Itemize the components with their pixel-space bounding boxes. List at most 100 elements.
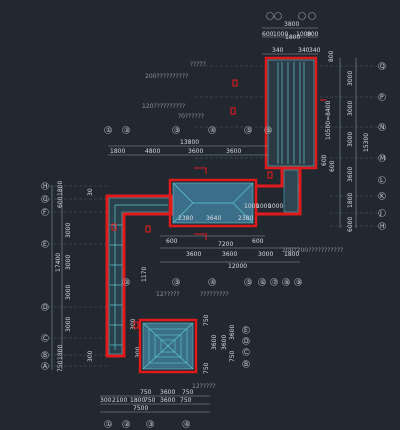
pavilion-wall bbox=[138, 318, 198, 374]
svg-text:1000: 1000 bbox=[268, 203, 283, 210]
top-dim-total: 3800 bbox=[284, 21, 299, 28]
mid-top-dimensions: ① ② ③ ④ ⑤ ⑥ 13800 1800 4800 3600 3600 bbox=[104, 126, 272, 156]
svg-text:E: E bbox=[244, 327, 248, 334]
right-dim: 800 bbox=[328, 50, 335, 62]
svg-text:3600: 3600 bbox=[229, 325, 236, 340]
note: ?0?????? bbox=[178, 113, 204, 120]
grid-label: P bbox=[380, 94, 384, 101]
top-dim-p2: 340 bbox=[298, 47, 310, 54]
svg-text:3600: 3600 bbox=[221, 335, 228, 350]
top-dim-d: 1000 bbox=[296, 31, 311, 38]
svg-text:600: 600 bbox=[166, 238, 178, 245]
right-total: 600 bbox=[329, 160, 336, 172]
right-total: 10500=8400 bbox=[325, 100, 332, 140]
svg-text:600: 600 bbox=[57, 196, 64, 208]
svg-text:?????????: ????????? bbox=[200, 291, 229, 298]
svg-text:D: D bbox=[43, 304, 48, 311]
svg-text:⑤: ⑤ bbox=[246, 127, 251, 134]
main-hall-roof-lines bbox=[172, 182, 254, 224]
connector-roof bbox=[283, 169, 299, 213]
svg-text:A: A bbox=[43, 363, 48, 370]
mid-d4: 3600 bbox=[226, 148, 241, 155]
svg-text:300: 300 bbox=[87, 350, 94, 362]
right-total: 6000 bbox=[347, 217, 354, 232]
svg-text:7500: 7500 bbox=[133, 405, 148, 412]
top-dim-e: 800 bbox=[307, 31, 319, 38]
mid-d2: 4800 bbox=[145, 148, 160, 155]
svg-text:1800: 1800 bbox=[130, 397, 145, 404]
right-grid-bubbles: Q P N M L K J H bbox=[378, 62, 386, 230]
svg-text:②: ② bbox=[124, 421, 130, 428]
grid-label: L bbox=[380, 177, 384, 184]
svg-text:G: G bbox=[43, 196, 48, 203]
svg-text:B: B bbox=[244, 361, 248, 368]
svg-text:3000: 3000 bbox=[65, 317, 72, 332]
top-dimensions: 3800 600 1000 1800 1000 800 340 340 340 bbox=[262, 12, 321, 55]
svg-text:D: D bbox=[244, 338, 249, 345]
mid-d1: 1800 bbox=[110, 148, 125, 155]
right-dim: 3600 bbox=[347, 167, 354, 182]
svg-text:⑥: ⑥ bbox=[266, 127, 271, 134]
svg-text:2100: 2100 bbox=[112, 397, 127, 404]
connector-note: 200?200??????????? bbox=[282, 247, 343, 254]
svg-text:1800: 1800 bbox=[284, 251, 299, 258]
pavilion-roof-lines bbox=[142, 322, 194, 370]
svg-text:②: ② bbox=[124, 279, 130, 286]
top-dim-p3: 340 bbox=[309, 47, 321, 54]
hall-bottom-dimensions: 600 7200 600 3600 3600 3000 1800 12000 bbox=[160, 235, 300, 270]
svg-text:③: ③ bbox=[174, 127, 179, 134]
grid-bubble bbox=[274, 12, 282, 20]
right-total: 15300 bbox=[363, 133, 370, 152]
pavilion-dimensions: 750 3600 750 3600 3600 750 E D C B bbox=[203, 314, 250, 374]
svg-text:②: ② bbox=[124, 127, 130, 134]
grid-bubble bbox=[298, 12, 306, 20]
svg-text:12?????: 12????? bbox=[156, 291, 180, 298]
svg-text:2380: 2380 bbox=[238, 215, 253, 222]
top-dim-a: 600 bbox=[262, 31, 274, 38]
corridor-wall bbox=[105, 194, 174, 358]
right-dim: 3000 bbox=[347, 101, 354, 116]
left-dimensions: 1800 600 3000 3000 3000 3000 1800 750 17… bbox=[51, 181, 142, 372]
svg-text:⑨: ⑨ bbox=[296, 279, 301, 286]
left-grid-lines bbox=[49, 185, 110, 367]
top-dim-p1: 340 bbox=[272, 47, 284, 54]
grid-label: J bbox=[379, 210, 382, 217]
svg-text:1800: 1800 bbox=[57, 181, 64, 196]
svg-text:750: 750 bbox=[203, 362, 210, 374]
svg-text:3000: 3000 bbox=[65, 285, 72, 300]
svg-text:750: 750 bbox=[229, 350, 236, 362]
svg-text:600: 600 bbox=[252, 238, 264, 245]
left-total: 17400 bbox=[55, 253, 62, 272]
svg-text:3600: 3600 bbox=[211, 335, 218, 350]
svg-text:3600: 3600 bbox=[160, 397, 175, 404]
svg-text:3600: 3600 bbox=[222, 251, 237, 258]
svg-text:750: 750 bbox=[180, 397, 192, 404]
grid-label: M bbox=[380, 155, 385, 162]
grid-bubble bbox=[308, 12, 316, 20]
svg-text:3600: 3600 bbox=[186, 251, 201, 258]
svg-text:750: 750 bbox=[203, 314, 210, 326]
svg-text:③: ③ bbox=[148, 421, 153, 428]
svg-text:750: 750 bbox=[140, 389, 152, 396]
svg-text:30: 30 bbox=[87, 188, 94, 196]
svg-text:⑦: ⑦ bbox=[272, 279, 278, 286]
bottom-dimensions: 300 2100 750 3600 750 750 3600 750 1800 … bbox=[100, 389, 210, 428]
mid-total: 13800 bbox=[180, 139, 199, 146]
note: 120?????????? bbox=[142, 103, 185, 110]
grid-label: H bbox=[380, 223, 385, 230]
top-dim-b: 1000 bbox=[273, 31, 288, 38]
upper-section-marks bbox=[230, 79, 326, 115]
svg-text:⑤: ⑤ bbox=[246, 279, 251, 286]
svg-text:2380: 2380 bbox=[178, 215, 193, 222]
grid-label: K bbox=[380, 193, 385, 200]
svg-text:⑧: ⑧ bbox=[284, 279, 289, 286]
svg-text:①: ① bbox=[106, 421, 111, 428]
svg-text:④: ④ bbox=[210, 279, 215, 286]
top-dim-c: 1800 bbox=[285, 34, 300, 41]
svg-text:C: C bbox=[43, 335, 47, 342]
svg-text:C: C bbox=[244, 349, 248, 356]
long-wing-roof-lines bbox=[277, 62, 305, 164]
grid-label: N bbox=[380, 124, 385, 131]
svg-text:3600: 3600 bbox=[160, 389, 175, 396]
